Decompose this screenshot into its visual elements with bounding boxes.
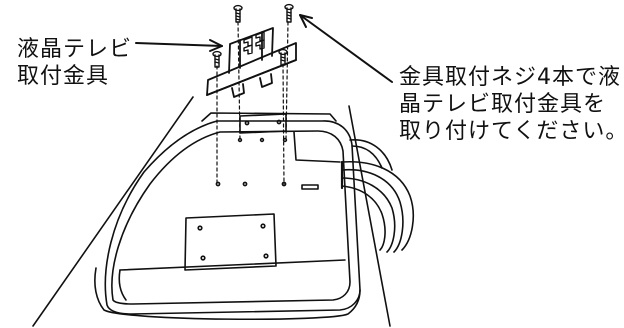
screw-instruction-label: 金具取付ネジ4本で液 晶テレビ取付金具を 取り付けてください。 xyxy=(399,64,624,145)
arrow-icon xyxy=(135,14,393,83)
screw-icon xyxy=(212,3,294,68)
instruction-line-1: 金具取付ネジ4本で液 xyxy=(399,65,621,90)
floor-line-right xyxy=(348,105,391,327)
instruction-line-3: 取り付けてください。 xyxy=(399,119,624,144)
tv-icon xyxy=(94,112,414,321)
bracket-callout-line-1: 液晶テレビ xyxy=(17,37,133,62)
instruction-line-2: 晶テレビ取付金具を xyxy=(399,92,607,117)
bracket-callout-line-2: 取付金具 xyxy=(17,64,110,89)
floor-line-left xyxy=(32,96,194,327)
bracket-callout-label: 液晶テレビ 取付金具 xyxy=(17,36,132,90)
bracket-icon xyxy=(206,27,297,98)
